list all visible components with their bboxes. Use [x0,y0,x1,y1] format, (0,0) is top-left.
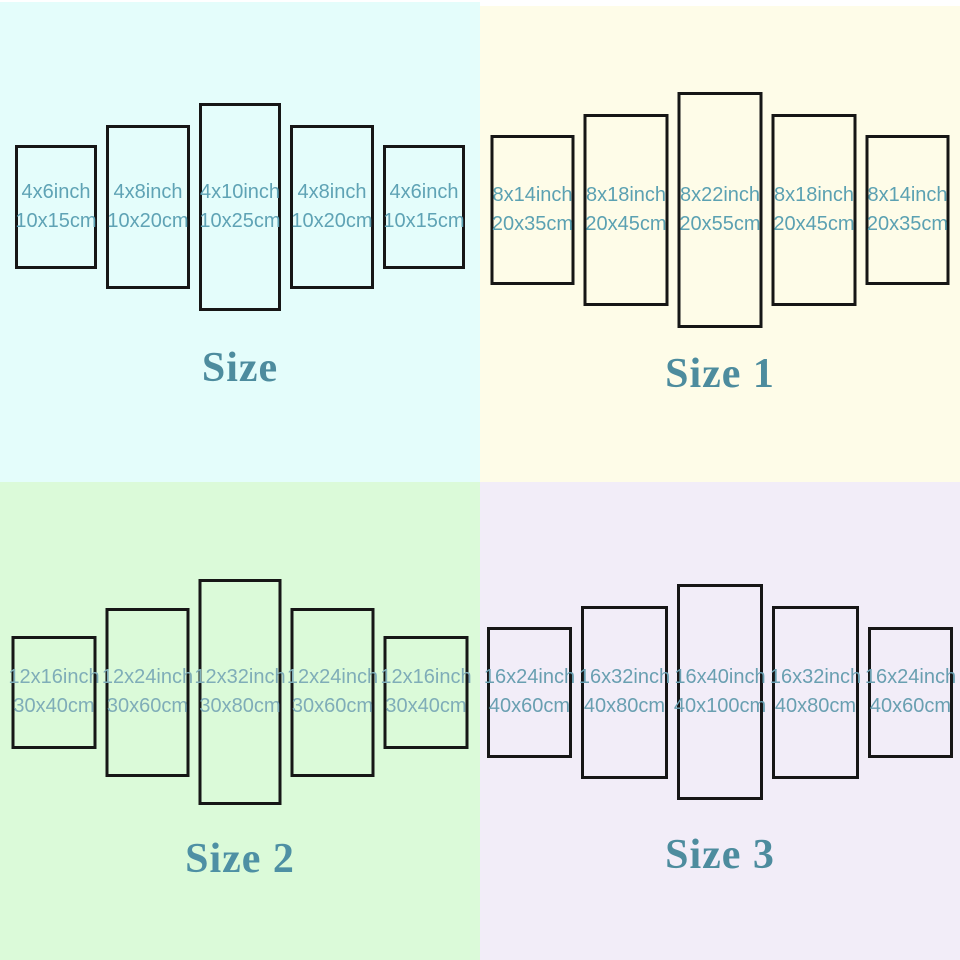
size-inches-text: 4x6inch [389,181,459,203]
panel-group: 16x24inch 40x60cm 16x32inch 40x80cm 16x40inc… [484,584,956,800]
size-inches-text: 16x32inch [578,666,671,688]
canvas-panel: 4x10inch 10x25cm [199,103,281,311]
size-cm-text: 10x15cm [383,210,465,232]
size-inches-text: 16x40inch [674,666,766,688]
size-cm-text: 30x60cm [291,695,374,717]
panel-group: 8x14inch 20x35cm 8x18inch 20x45cm 8x22inch 20… [490,92,950,328]
size-cm-text: 20x45cm [773,213,855,235]
size-inches-text: 4x10inch [199,181,281,203]
quadrant-title: Size 1 [665,351,775,397]
panel-size-label: 8x14inch 20x35cm [867,181,948,239]
panel-size-label: 12x24inch 30x60cm [287,663,378,721]
size-inches-text: 8x14inch [867,184,948,206]
size-inches-text: 4x6inch [21,181,91,203]
panel-size-label: 8x14inch 20x35cm [492,181,573,239]
size-cm-text: 40x80cm [774,695,857,717]
canvas-panel: 16x24inch 40x60cm [865,626,956,758]
panel-size-label: 4x8inch 10x20cm [291,178,372,236]
size-cm-text: 40x80cm [583,695,666,717]
size-inches-text: 8x22inch [679,184,761,206]
panel-size-label: 16x32inch 40x80cm [579,663,670,721]
canvas-panel: 4x8inch 10x20cm [106,125,190,289]
panel-size-label: 8x22inch 20x55cm [679,181,760,239]
panel-size-label: 4x6inch 10x15cm [15,178,96,236]
size-inches-text: 12x24inch [286,666,379,688]
size-inches-text: 8x18inch [773,184,855,206]
canvas-panel: 12x16inch 30x40cm [8,635,100,749]
panel-size-label: 16x32inch 40x80cm [770,663,861,721]
quadrant-title: Size 3 [665,832,775,878]
quadrant-size-3: 16x24inch 40x60cm 16x32inch 40x80cm 16x40inc… [480,482,960,960]
canvas-panel: 8x14inch 20x35cm [490,135,575,285]
canvas-panel: 12x16inch 30x40cm [380,635,472,749]
canvas-panel: 16x32inch 40x80cm [770,605,861,779]
canvas-panel: 12x24inch 30x60cm [287,607,378,777]
panel-size-label: 12x32inch 30x80cm [194,663,285,721]
canvas-panel: 16x32inch 40x80cm [579,605,670,779]
panel-size-label: 16x40inch 40x100cm [674,663,766,721]
size-cm-text: 20x55cm [679,213,761,235]
canvas-panel: 12x32inch 30x80cm [194,579,286,805]
panel-size-label: 12x16inch 30x40cm [380,663,471,721]
size-cm-text: 40x100cm [673,695,767,717]
panel-size-label: 12x16inch 30x40cm [8,663,99,721]
panel-size-label: 16x24inch 40x60cm [865,663,956,721]
size-inches-text: 12x16inch [8,666,100,688]
size-inches-text: 16x24inch [483,666,576,688]
size-cm-text: 30x40cm [385,695,467,717]
size-inches-text: 12x24inch [101,666,194,688]
quadrant-size-1: 8x14inch 20x35cm 8x18inch 20x45cm 8x22inch 20… [480,2,960,482]
panel-size-label: 4x6inch 10x15cm [383,178,464,236]
size-inches-text: 8x18inch [585,184,667,206]
size-cm-text: 10x20cm [291,210,373,232]
size-cm-text: 20x35cm [866,213,949,235]
panel-size-label: 4x8inch 10x20cm [107,178,188,236]
panel-group: 4x6inch 10x15cm 4x8inch 10x20cm 4x10inch 10x2… [15,103,465,311]
panel-size-label: 8x18inch 20x45cm [585,181,666,239]
size-cm-text: 20x45cm [585,213,667,235]
size-cm-text: 30x60cm [106,695,189,717]
canvas-panel: 8x14inch 20x35cm [865,135,950,285]
quadrant-title: Size 2 [185,836,295,882]
size-inches-text: 12x16inch [380,666,472,688]
canvas-panel: 16x24inch 40x60cm [484,626,575,758]
panel-size-label: 12x24inch 30x60cm [102,663,193,721]
canvas-panel: 4x6inch 10x15cm [383,145,465,269]
size-cm-text: 30x40cm [13,695,95,717]
size-inches-text: 12x32inch [194,666,286,688]
quadrant-size: 4x6inch 10x15cm 4x8inch 10x20cm 4x10inch 10x2… [0,2,480,482]
size-cm-text: 10x25cm [199,210,281,232]
size-inches-text: 4x8inch [113,181,183,203]
size-inches-text: 8x14inch [492,184,573,206]
size-cm-text: 10x15cm [15,210,97,232]
size-cm-text: 40x60cm [488,695,571,717]
canvas-panel: 8x18inch 20x45cm [771,114,857,306]
canvas-panel: 16x40inch 40x100cm [674,584,766,800]
canvas-panel: 12x24inch 30x60cm [102,607,193,777]
panel-size-label: 16x24inch 40x60cm [484,663,575,721]
size-cm-text: 20x35cm [491,213,574,235]
size-cm-text: 10x20cm [107,210,189,232]
size-inches-text: 4x8inch [297,181,367,203]
panel-size-label: 8x18inch 20x45cm [773,181,854,239]
canvas-panel: 8x22inch 20x55cm [677,92,763,328]
size-cm-text: 40x60cm [869,695,952,717]
size-inches-text: 16x32inch [769,666,862,688]
panel-size-label: 4x10inch 10x25cm [199,178,280,236]
size-inches-text: 16x24inch [864,666,957,688]
quadrant-title: Size [201,345,279,391]
canvas-panel: 4x6inch 10x15cm [15,145,97,269]
size-cm-text: 30x80cm [199,695,281,717]
canvas-panel: 4x8inch 10x20cm [290,125,374,289]
canvas-panel: 8x18inch 20x45cm [583,114,669,306]
